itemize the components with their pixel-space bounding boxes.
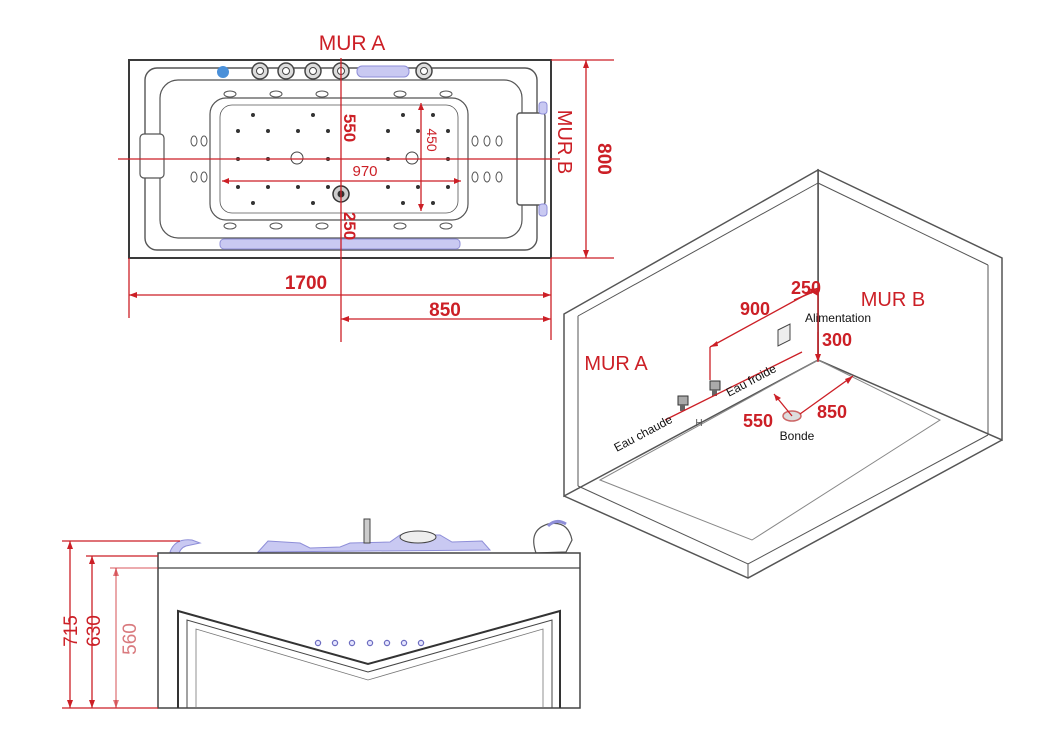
faucet-side xyxy=(363,518,371,544)
iso-view: MUR A MUR B 900 250 300 550 850 Alimenta… xyxy=(563,168,1003,579)
grab-rail-front xyxy=(219,238,461,250)
side-jets xyxy=(190,90,503,230)
dim-1700-label: 1700 xyxy=(285,273,327,294)
dim-250-label-top: 250 xyxy=(340,212,359,240)
wall-a-label-iso: MUR A xyxy=(584,353,648,375)
supply-box-icon xyxy=(777,323,791,347)
valve-side xyxy=(399,530,437,544)
wall-b-label-top: MUR B xyxy=(553,110,575,174)
faucet-spout-top xyxy=(356,65,410,78)
top-view: MUR A MUR B 800 1700 850 970 450 550 250 xyxy=(118,32,614,342)
dim-250-label-iso: 250 xyxy=(791,278,821,298)
dim-800-label: 800 xyxy=(593,143,614,175)
hot-water-tap-icon xyxy=(677,395,689,411)
floor-light-right xyxy=(405,151,419,165)
pillow-side xyxy=(533,522,573,554)
wall-a-label-top: MUR A xyxy=(319,32,386,55)
led-lights xyxy=(314,639,425,647)
dim-550-label-top: 550 xyxy=(340,114,359,142)
drain-label: Bonde xyxy=(780,429,815,443)
dim-450-label: 450 xyxy=(424,128,440,152)
dim-850-label-top: 850 xyxy=(429,300,461,321)
cold-water-tap-icon xyxy=(709,380,721,396)
dim-900-label: 900 xyxy=(740,299,770,319)
wall-b-label-iso: MUR B xyxy=(861,289,925,311)
dim-300-label: 300 xyxy=(822,330,852,350)
headrest-left xyxy=(139,133,165,179)
floor-air-jets xyxy=(236,113,450,205)
pillow-right-bracket-top xyxy=(538,101,548,115)
tub-body-side xyxy=(157,552,581,709)
dim-630-label: 630 xyxy=(84,615,105,647)
supply-label: Alimentation xyxy=(805,311,871,325)
deck-fittings xyxy=(256,534,492,553)
dim-715-label: 715 xyxy=(61,615,82,647)
jet-knobs xyxy=(251,62,433,80)
side-view: 715 630 560 xyxy=(61,518,581,709)
apron-panel xyxy=(177,609,561,708)
floor-light-left xyxy=(290,151,304,165)
dim-850-label-iso: 850 xyxy=(817,402,847,422)
control-button-icon xyxy=(217,66,229,78)
pillow-right-bracket-bottom xyxy=(538,203,548,217)
dim-970-label: 970 xyxy=(352,163,377,180)
hot-marker-label: H xyxy=(695,418,702,429)
dim-560-label: 560 xyxy=(120,623,141,655)
dim-550-label-iso: 550 xyxy=(743,411,773,431)
